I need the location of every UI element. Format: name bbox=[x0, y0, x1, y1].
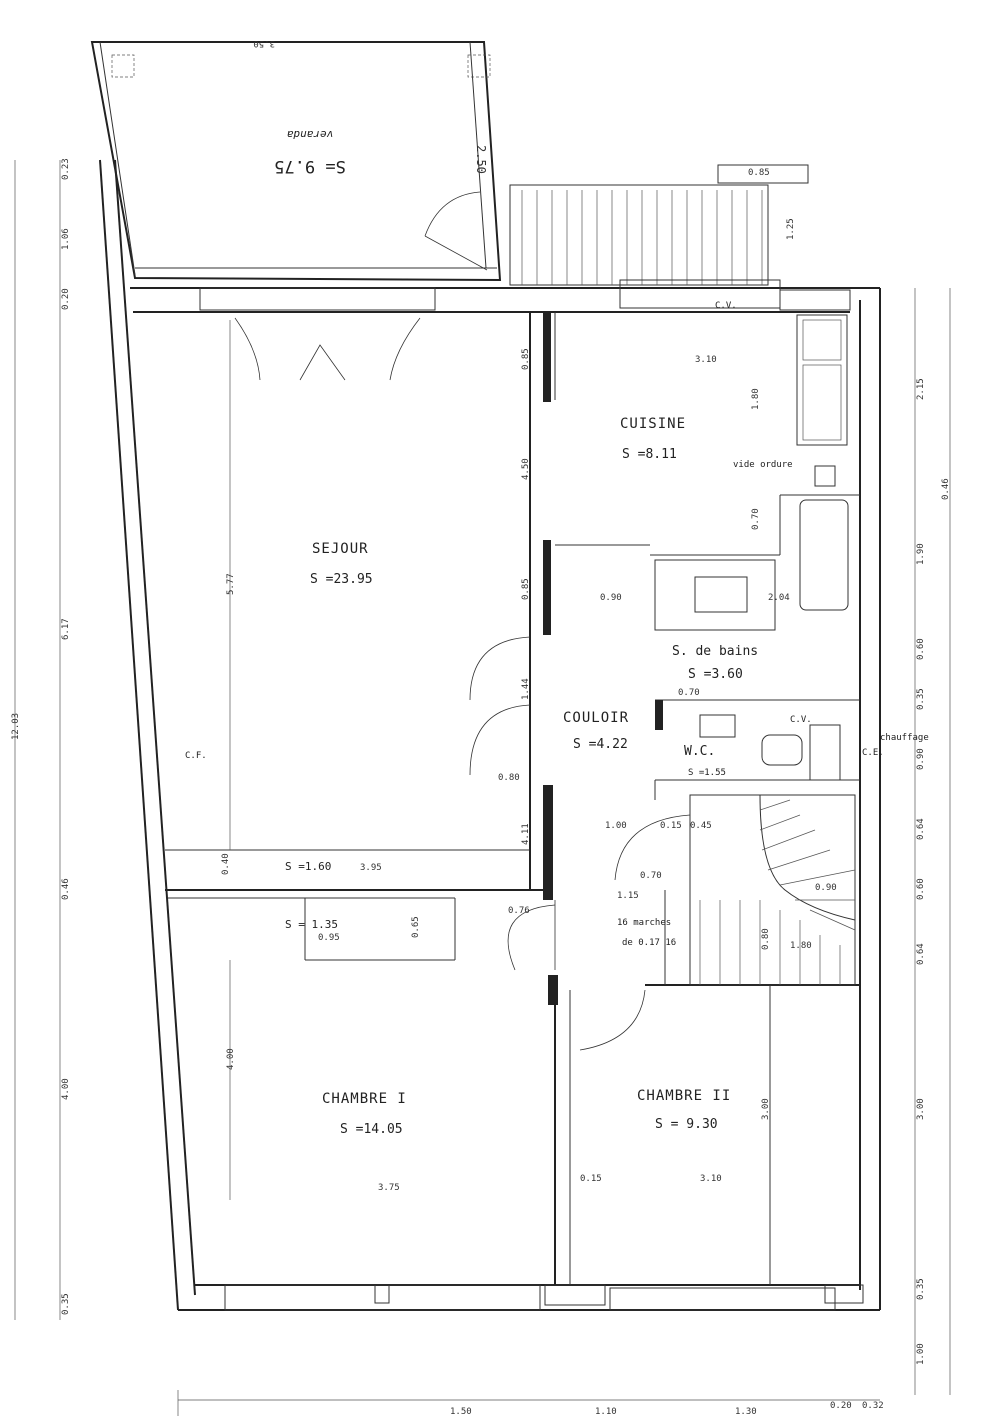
bains-name: S. de bains bbox=[672, 644, 758, 659]
cuisine-name: CUISINE bbox=[620, 416, 686, 432]
cv-label-top: C.V. bbox=[715, 301, 737, 311]
dim-veranda-depth: 2.50 bbox=[474, 145, 488, 174]
dim-placard-040: 0.40 bbox=[221, 853, 231, 875]
dim-stair-090: 0.90 bbox=[815, 883, 837, 893]
chambre2-name: CHAMBRE II bbox=[637, 1088, 731, 1104]
dim-veranda-width: 3.50 bbox=[253, 38, 275, 48]
dim-ch1-375: 3.75 bbox=[378, 1183, 400, 1193]
dim-placard2-095: 0.95 bbox=[318, 933, 340, 943]
dim-left-023: 0.23 bbox=[61, 158, 71, 180]
staircase: 16 marches de 0.17 16 bbox=[617, 794, 856, 986]
dim-right-064: 0.64 bbox=[916, 818, 926, 840]
dim-couloir-115: 1.15 bbox=[617, 891, 639, 901]
kitchen-fixtures: vide ordure bbox=[733, 314, 848, 487]
vide-ordure-label: vide ordure bbox=[733, 460, 793, 470]
dim-left-035: 0.35 bbox=[61, 1293, 71, 1315]
dim-balcony-085: 0.85 bbox=[748, 168, 770, 178]
chambre1-name: CHAMBRE I bbox=[322, 1091, 407, 1107]
dim-bottom-130: 1.30 bbox=[735, 1407, 757, 1416]
cv-label-wc: C.V. bbox=[790, 715, 812, 725]
dim-couloir-080: 0.80 bbox=[498, 773, 520, 783]
dim-sejour-085b: 0.85 bbox=[521, 578, 531, 600]
dim-sejour-411: 4.11 bbox=[521, 823, 531, 845]
dim-bains-090: 0.90 bbox=[600, 593, 622, 603]
dim-couloir-070: 0.70 bbox=[640, 871, 662, 881]
dim-bains-204: 2.04 bbox=[768, 593, 790, 603]
dim-couloir-045: 0.45 bbox=[690, 821, 712, 831]
stairs-marches: 16 marches bbox=[617, 918, 671, 928]
chambre2-area: S = 9.30 bbox=[655, 1117, 718, 1132]
dim-right-300: 3.00 bbox=[916, 1098, 926, 1120]
wc-name: W.C. bbox=[684, 744, 715, 759]
dim-left-020: 0.20 bbox=[61, 288, 71, 310]
dim-bottom-110: 1.10 bbox=[595, 1407, 617, 1416]
dim-ch2-015: 0.15 bbox=[580, 1174, 602, 1184]
dimensions-horizontal: 3.10 0.90 2.04 0.70 0.80 1.00 0.15 0.45 … bbox=[318, 355, 837, 1193]
annotations: C.V. C.F. C.V. C.E. chauffage bbox=[185, 301, 929, 761]
veranda-area: S= 9.75 bbox=[274, 156, 346, 176]
dim-right-046: 0.46 bbox=[941, 478, 951, 500]
dim-left-106: 1.06 bbox=[61, 228, 71, 250]
dim-placard2-065: 0.65 bbox=[411, 916, 421, 938]
bains-area: S =3.60 bbox=[688, 667, 743, 682]
dim-bottom-032: 0.32 bbox=[862, 1401, 884, 1411]
dim-cuisine-180: 1.80 bbox=[751, 388, 761, 410]
dim-sejour-577: 5.77 bbox=[226, 573, 236, 595]
veranda: S= 9.75 veranda 3.50 2.50 bbox=[90, 38, 502, 282]
dim-right-215: 2.15 bbox=[916, 378, 926, 400]
dim-balcony-125: 1.25 bbox=[786, 218, 796, 240]
dim-right-035: 0.35 bbox=[916, 688, 926, 710]
dim-couloir-076: 0.76 bbox=[508, 906, 530, 916]
dim-couloir-100: 1.00 bbox=[605, 821, 627, 831]
dim-bottom-150: 1.50 bbox=[450, 1407, 472, 1416]
stairs-marches-height: de 0.17 16 bbox=[622, 938, 676, 948]
veranda-label: veranda bbox=[287, 128, 333, 141]
placard2-area: S = 1.35 bbox=[285, 918, 338, 931]
dim-right-190: 1.90 bbox=[916, 543, 926, 565]
dim-ch2-310: 3.10 bbox=[700, 1174, 722, 1184]
dim-left-617: 6.17 bbox=[61, 618, 71, 640]
dim-cuisine-310: 3.10 bbox=[695, 355, 717, 365]
dim-cuisine-070: 0.70 bbox=[751, 508, 761, 530]
dim-stair-180: 1.80 bbox=[790, 941, 812, 951]
balcony: 0.85 1.25 bbox=[509, 164, 809, 286]
dimensions-vertical: 5.77 0.85 4.50 0.85 1.44 4.11 0.40 0.65 … bbox=[11, 158, 951, 1395]
dim-placard-395: 3.95 bbox=[360, 863, 382, 873]
dim-couloir-015: 0.15 bbox=[660, 821, 682, 831]
room-labels: CUISINE S =8.11 SEJOUR S =23.95 S. de ba… bbox=[285, 416, 758, 1137]
couloir-name: COULOIR bbox=[563, 710, 629, 726]
dim-right-035b: 0.35 bbox=[916, 1278, 926, 1300]
sejour-name: SEJOUR bbox=[312, 541, 369, 557]
dim-ch2-300: 3.00 bbox=[761, 1098, 771, 1120]
doors bbox=[234, 317, 691, 1051]
dim-bottom-020: 0.20 bbox=[830, 1401, 852, 1411]
dim-cuisine-070b: 0.70 bbox=[678, 688, 700, 698]
wc-area: S =1.55 bbox=[688, 768, 726, 778]
placard1-area: S =1.60 bbox=[285, 860, 331, 873]
dim-ch1-400: 4.00 bbox=[226, 1048, 236, 1070]
chambre1-area: S =14.05 bbox=[340, 1122, 403, 1137]
chauffage-label: chauffage bbox=[880, 733, 929, 743]
ce-label: C.E. bbox=[862, 748, 884, 758]
dim-left-400: 4.00 bbox=[61, 1078, 71, 1100]
dim-sejour-085: 0.85 bbox=[521, 348, 531, 370]
cuisine-area: S =8.11 bbox=[622, 447, 677, 462]
dim-right-100: 1.00 bbox=[916, 1343, 926, 1365]
interior-walls bbox=[165, 312, 860, 1285]
dim-left-1203: 12.03 bbox=[11, 713, 21, 740]
dim-right-060b: 0.60 bbox=[916, 878, 926, 900]
dim-right-060: 0.60 bbox=[916, 638, 926, 660]
dim-stair-080: 0.80 bbox=[761, 928, 771, 950]
dim-right-090: 0.90 bbox=[916, 748, 926, 770]
cf-label: C.F. bbox=[185, 751, 207, 761]
sejour-area: S =23.95 bbox=[310, 572, 373, 587]
outer-walls bbox=[99, 159, 881, 1311]
dimensions-bottom: 1.50 1.10 1.30 0.20 0.32 bbox=[177, 1390, 884, 1416]
dim-sejour-450: 4.50 bbox=[521, 458, 531, 480]
dim-right-064b: 0.64 bbox=[916, 943, 926, 965]
couloir-area: S =4.22 bbox=[573, 737, 628, 752]
dim-left-046: 0.46 bbox=[61, 878, 71, 900]
dim-sejour-144: 1.44 bbox=[521, 678, 531, 700]
